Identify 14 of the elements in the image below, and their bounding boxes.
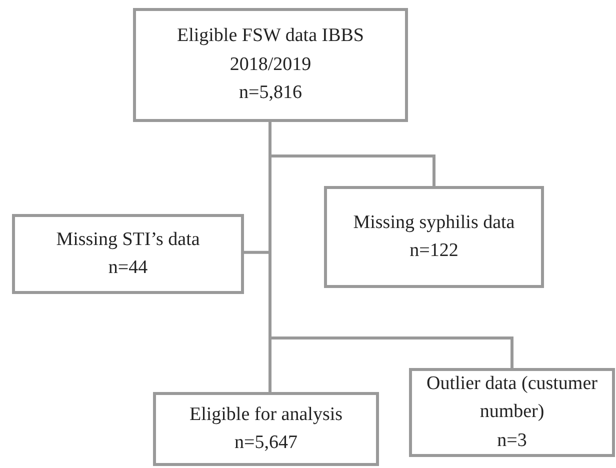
box-text: Missing STI’s data — [56, 228, 200, 252]
box-text: n=3 — [497, 428, 527, 453]
box-text: n=122 — [410, 239, 458, 263]
process-box — [133, 8, 408, 122]
box-text: Eligible for analysis — [189, 402, 343, 426]
box-text: Missing syphilis data — [353, 210, 515, 234]
process-box — [324, 186, 544, 288]
box-text: n=5,816 — [239, 81, 302, 106]
process-box — [12, 214, 244, 294]
process-box — [153, 392, 379, 466]
box-text: n=5,647 — [234, 431, 298, 455]
process-box — [409, 368, 615, 457]
box-text: Outlier data (custumer number) — [426, 372, 598, 424]
box-text: n=44 — [108, 256, 148, 280]
